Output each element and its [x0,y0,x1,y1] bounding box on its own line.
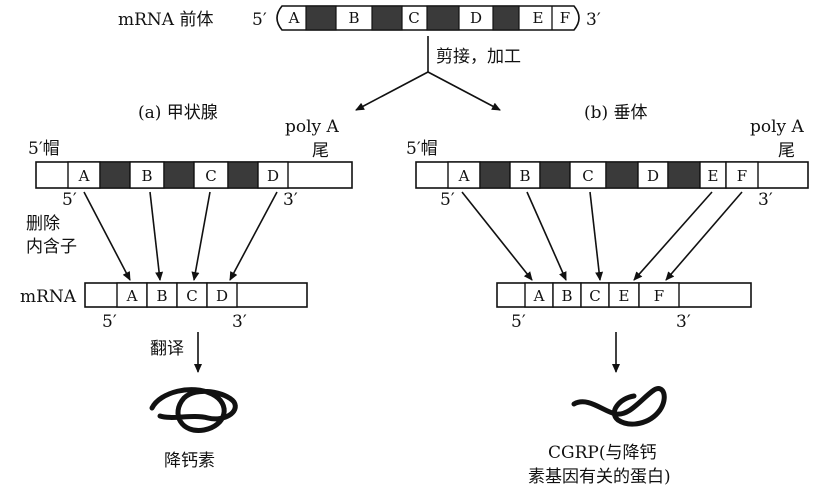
right-mature-five-prime: 5′ [511,312,526,332]
arrow-to-pituitary [427,71,501,111]
remove-intron-line1: 删除 [26,214,60,234]
precursor-segment-b: B [348,9,359,27]
left-cap-label: 5′帽 [28,139,60,159]
right-exon-a-label: A [458,167,470,185]
right-exon-c-label: C [582,167,593,185]
cgrp-label-line2: 素基因有关的蛋白) [528,467,671,487]
right-exon-d [637,161,669,189]
mrna-label: mRNA [20,287,77,307]
calcitonin-label: 降钙素 [164,451,215,471]
right-exon-b-label: B [519,167,530,185]
precursor-intron-2 [371,5,403,31]
left-intron-1 [99,161,131,189]
right-five-prime: 5′ [440,190,455,210]
right-intron-2 [539,161,571,189]
right-mature-a-label: A [533,287,545,305]
right-mature-exon-c [580,282,610,308]
left-five-prime: 5′ [62,190,77,210]
right-cap-label: 5′帽 [406,139,438,159]
right-mature-e-label: E [619,287,630,305]
right-intron-3 [605,161,639,189]
cgrp-label-line1: CGRP(与降钙 [548,443,656,463]
left-mature-five-prime: 5′ [102,312,117,332]
precursor-mrna: mRNA 前体 5′ 3′ A B C D E F [118,5,601,31]
right-mature-exon-f [638,282,680,308]
left-exon-b-label: B [141,167,152,185]
translate-label: 翻译 [150,339,184,359]
precursor-label: mRNA 前体 [118,10,213,30]
precursor-intron-3 [426,5,460,31]
right-exon-e [699,161,727,189]
left-exon-d [257,161,289,189]
precursor-segment-a: A [288,9,300,27]
left-exon-d-label: D [267,167,279,185]
right-mature-b-label: B [561,287,572,305]
left-polya-line1: poly A [285,117,340,137]
right-splice-arrow-b [526,191,567,281]
thyroid-title: (a) 甲状腺 [138,103,218,123]
pituitary-panel: (b) 垂体 poly A 尾 5′帽 A B C D E F 5′ 3′ A [406,103,809,487]
right-mature-c-label: C [589,287,600,305]
cgrp-protein-icon [571,386,667,427]
left-mature-d-label: D [216,287,228,305]
left-exon-a-label: A [78,167,90,185]
precursor-segment-f: F [560,9,570,27]
precursor-segment-d: D [470,9,482,27]
left-mature-b-label: B [156,287,167,305]
arrow-to-thyroid [355,71,429,111]
remove-intron-line2: 内含子 [26,237,77,257]
right-splice-arrow-f [665,191,743,281]
left-mature-a-label: A [126,287,138,305]
precursor-intron-1 [305,5,337,31]
precursor-intron-4 [492,5,520,31]
right-splice-arrow-a [461,191,533,281]
calcitonin-protein-icon [149,387,238,433]
right-mature-exon-a [524,282,554,308]
left-mature-three-prime: 3′ [232,312,247,332]
left-exon-c [193,161,229,189]
right-exon-f-label: F [737,167,747,185]
precursor-segment-c: C [408,9,419,27]
right-splice-arrow-e [633,191,713,281]
left-splice-arrow-a [83,191,131,281]
pituitary-title: (b) 垂体 [584,103,648,123]
right-mature-three-prime: 3′ [676,312,691,332]
thyroid-panel: (a) 甲状腺 poly A 尾 5′帽 A B C D 5′ 3′ 删除 内含… [20,103,353,471]
right-polya-line2: 尾 [778,141,795,161]
right-intron-1 [479,161,511,189]
precursor-five-prime: 5′ [252,10,267,30]
right-polya-line1: poly A [750,117,805,137]
right-mature-exon-b [552,282,582,308]
left-exon-c-label: C [205,167,216,185]
left-three-prime: 3′ [283,190,298,210]
right-exon-a [447,161,481,189]
left-splice-arrow-d [229,191,278,281]
left-mature-c-label: C [186,287,197,305]
left-intron-2 [163,161,195,189]
left-mature-exon-d [206,282,238,308]
left-polya-line2: 尾 [312,141,329,161]
left-exon-b [129,161,165,189]
right-mature-f-label: F [654,287,664,305]
precursor-three-prime: 3′ [586,10,601,30]
precursor-segment-e: E [533,9,544,27]
right-exon-d-label: D [647,167,659,185]
right-exon-f [725,161,759,189]
right-splice-arrow-c [589,191,604,281]
left-splice-arrow-b [149,191,164,281]
right-exon-e-label: E [708,167,719,185]
process-label: 剪接，加工 [436,47,521,67]
right-three-prime: 3′ [758,190,773,210]
left-splice-arrow-c [191,191,211,281]
right-intron-4 [667,161,701,189]
left-intron-3 [227,161,259,189]
left-mature-exon-b [146,282,178,308]
left-mature-exon-a [116,282,148,308]
